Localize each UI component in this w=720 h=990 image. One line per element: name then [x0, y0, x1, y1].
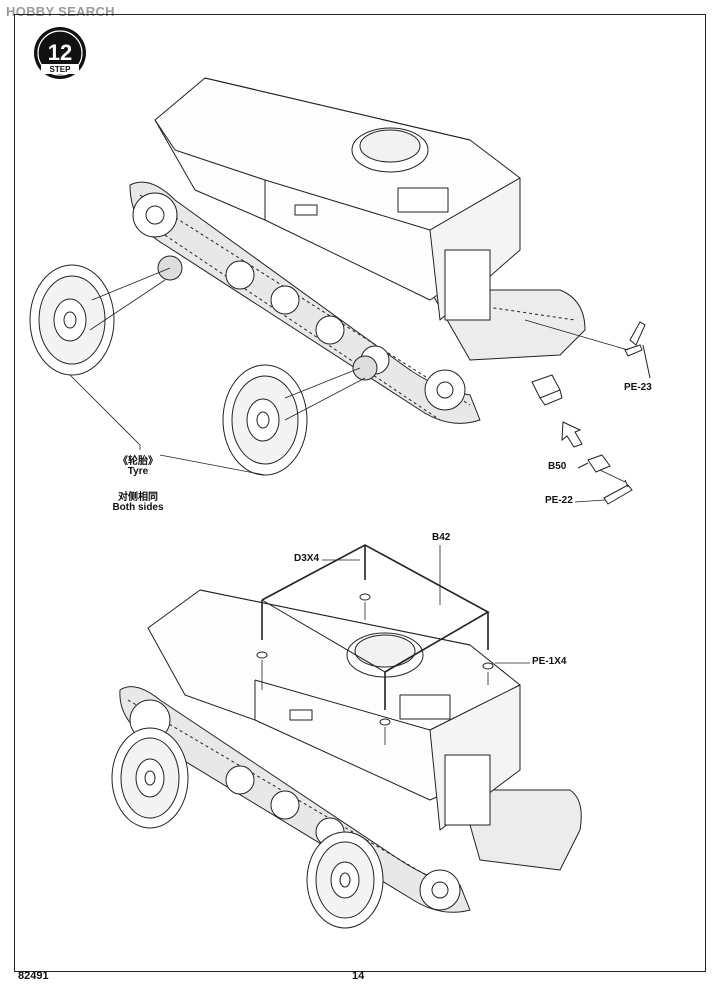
label-b42: B42	[432, 532, 451, 543]
step-number: 12	[48, 40, 72, 65]
part-pe23	[524, 319, 651, 379]
tyre-label-cn: 《轮胎》	[118, 456, 158, 467]
label-pe-1x4: PE-1X4	[532, 656, 567, 667]
page-number: 14	[352, 970, 365, 982]
kit-number: 82491	[18, 970, 49, 982]
tyre-lower-left	[111, 727, 189, 829]
tyre-left	[29, 264, 115, 376]
part-b42-rail	[261, 544, 490, 710]
watermark-brand: HOBBY	[6, 4, 55, 19]
step-badge: 12 STEP	[34, 27, 86, 79]
label-b50: B50	[548, 461, 567, 472]
label-d3x4: D3X4	[294, 553, 320, 564]
tyre-lower-right	[306, 831, 384, 929]
tyre-right	[222, 364, 308, 476]
step-label: STEP	[50, 65, 72, 74]
lower-vehicle-drawing	[119, 589, 582, 913]
watermark-suffix: SEARCH	[58, 4, 115, 19]
upper-vehicle-drawing	[129, 77, 586, 424]
label-pe-22: PE-22	[545, 495, 573, 506]
tyre-label-en: Tyre	[127, 466, 149, 477]
both-sides-label-en: Both sides	[112, 502, 164, 513]
hobbysearch-watermark: HOBBY SEARCH	[6, 4, 115, 19]
part-pe22	[574, 469, 633, 505]
assembly-arrow-icon	[561, 421, 583, 448]
page-frame	[14, 14, 706, 972]
pe1-washers	[256, 593, 494, 726]
part-bracket-upper	[531, 374, 563, 406]
part-b50	[577, 454, 611, 473]
label-pe-23: PE-23	[624, 382, 652, 393]
both-sides-label-cn: 对侧相同	[118, 492, 158, 503]
